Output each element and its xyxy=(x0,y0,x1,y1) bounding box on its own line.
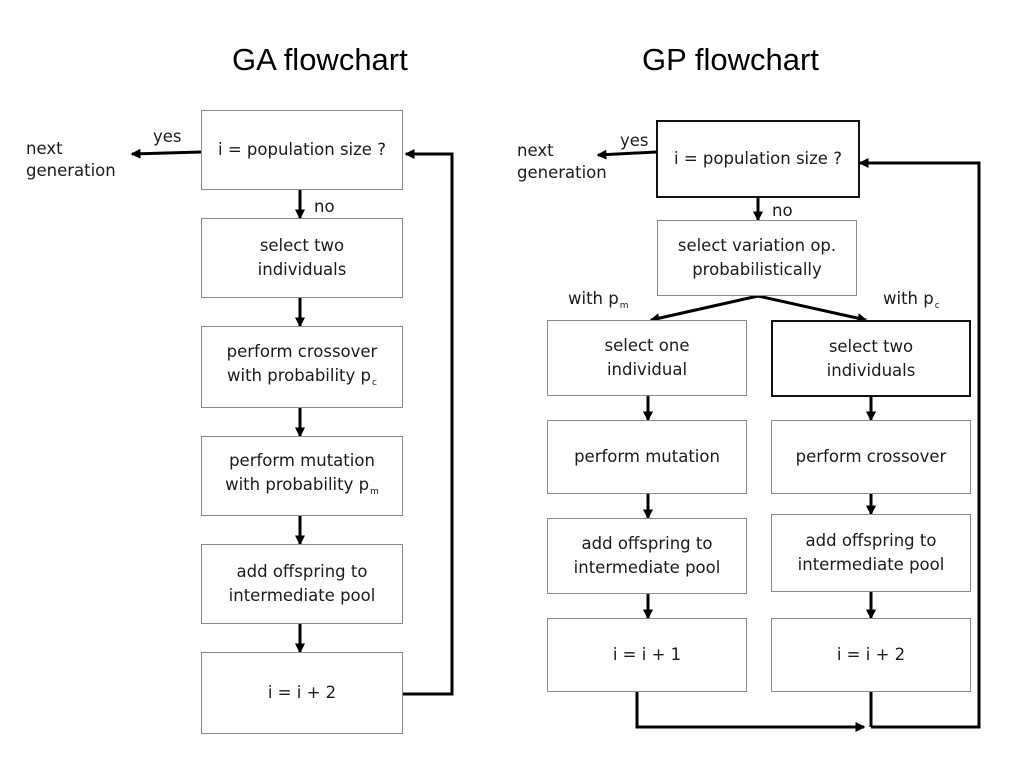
gp-select-two-text: select two individuals xyxy=(826,336,916,380)
ga-connectors xyxy=(130,148,454,696)
gp-incr-right-box: i = i + 2 xyxy=(771,618,971,692)
gp-arrow-yes xyxy=(596,149,657,160)
gp-select-op-text: select variation op. probabilistically xyxy=(677,236,837,279)
gp-incr-left-text: i = i + 1 xyxy=(612,645,682,664)
ga-select-box: select two individuals xyxy=(201,218,403,298)
ga-next-generation-label: next generation xyxy=(26,139,116,180)
ga-loop-back xyxy=(403,149,454,696)
gp-yes-label: yes xyxy=(620,131,649,150)
gp-no-label: no xyxy=(772,201,793,220)
gp-with-pm-text: with p xyxy=(568,289,619,308)
gp-with-pm-sub: m xyxy=(619,301,629,311)
gp-select-two-box: select two individuals xyxy=(771,320,971,397)
gp-next-generation-label: next generation xyxy=(517,141,607,182)
ga-mutation-sub: m xyxy=(370,486,379,497)
ga-title: GA flowchart xyxy=(232,42,408,77)
gp-with-pc-text: with p xyxy=(883,289,934,308)
gp-add-left-text: add offspring to intermediate pool xyxy=(573,534,721,577)
gp-incr-right-text: i = i + 2 xyxy=(836,645,906,664)
gp-arrow-to-left-branch xyxy=(649,294,759,324)
gp-select-one-text: select one individual xyxy=(604,336,690,379)
gp-check-text: i = population size ? xyxy=(674,149,842,168)
ga-add-box: add offspring to intermediate pool xyxy=(201,544,403,624)
gp-mutation-box: perform mutation xyxy=(547,420,747,494)
gp-select-one-box: select one individual xyxy=(547,320,747,396)
ga-check-text: i = population size ? xyxy=(218,140,386,159)
gp-crossover-text: perform crossover xyxy=(795,447,947,466)
ga-crossover-text: perform crossover with probability pc xyxy=(227,340,378,395)
gp-add-right-box: add offspring to intermediate pool xyxy=(771,514,971,592)
ga-yes-label: yes xyxy=(153,127,182,146)
ga-check-box: i = population size ? xyxy=(201,110,403,190)
ga-incr-text: i = i + 2 xyxy=(267,683,337,702)
gp-title: GP flowchart xyxy=(642,42,819,77)
gp-check-box: i = population size ? xyxy=(656,120,860,198)
ga-mutation-text: perform mutation with probability pm xyxy=(225,449,379,504)
gp-incr-left-box: i = i + 1 xyxy=(547,618,747,692)
ga-crossover-label: perform crossover with probability p xyxy=(226,341,378,385)
gp-mutation-text: perform mutation xyxy=(574,447,720,466)
ga-add-text: add offspring to intermediate pool xyxy=(228,562,376,605)
ga-no-label: no xyxy=(314,197,335,216)
ga-arrow-yes xyxy=(130,148,202,159)
gp-with-pm-label: with pm xyxy=(568,288,629,317)
gp-loop-back xyxy=(858,158,981,729)
ga-select-text: select two individuals xyxy=(257,236,347,279)
gp-left-merge xyxy=(635,692,866,732)
gp-connectors xyxy=(596,149,981,732)
gp-select-op-box: select variation op. probabilistically xyxy=(657,220,857,296)
ga-crossover-sub: c xyxy=(372,377,377,388)
ga-mutation-box: perform mutation with probability pm xyxy=(201,436,403,516)
ga-mutation-label: perform mutation with probability p xyxy=(225,450,375,494)
gp-crossover-box: perform crossover xyxy=(771,420,971,494)
gp-with-pc-label: with pc xyxy=(883,288,940,317)
gp-add-left-box: add offspring to intermediate pool xyxy=(547,518,747,594)
gp-arrow-to-right-branch xyxy=(757,294,868,324)
ga-crossover-box: perform crossover with probability pc xyxy=(201,326,403,408)
gp-add-right-text: add offspring to intermediate pool xyxy=(797,531,945,574)
gp-with-pc-sub: c xyxy=(934,301,940,311)
ga-incr-box: i = i + 2 xyxy=(201,652,403,734)
